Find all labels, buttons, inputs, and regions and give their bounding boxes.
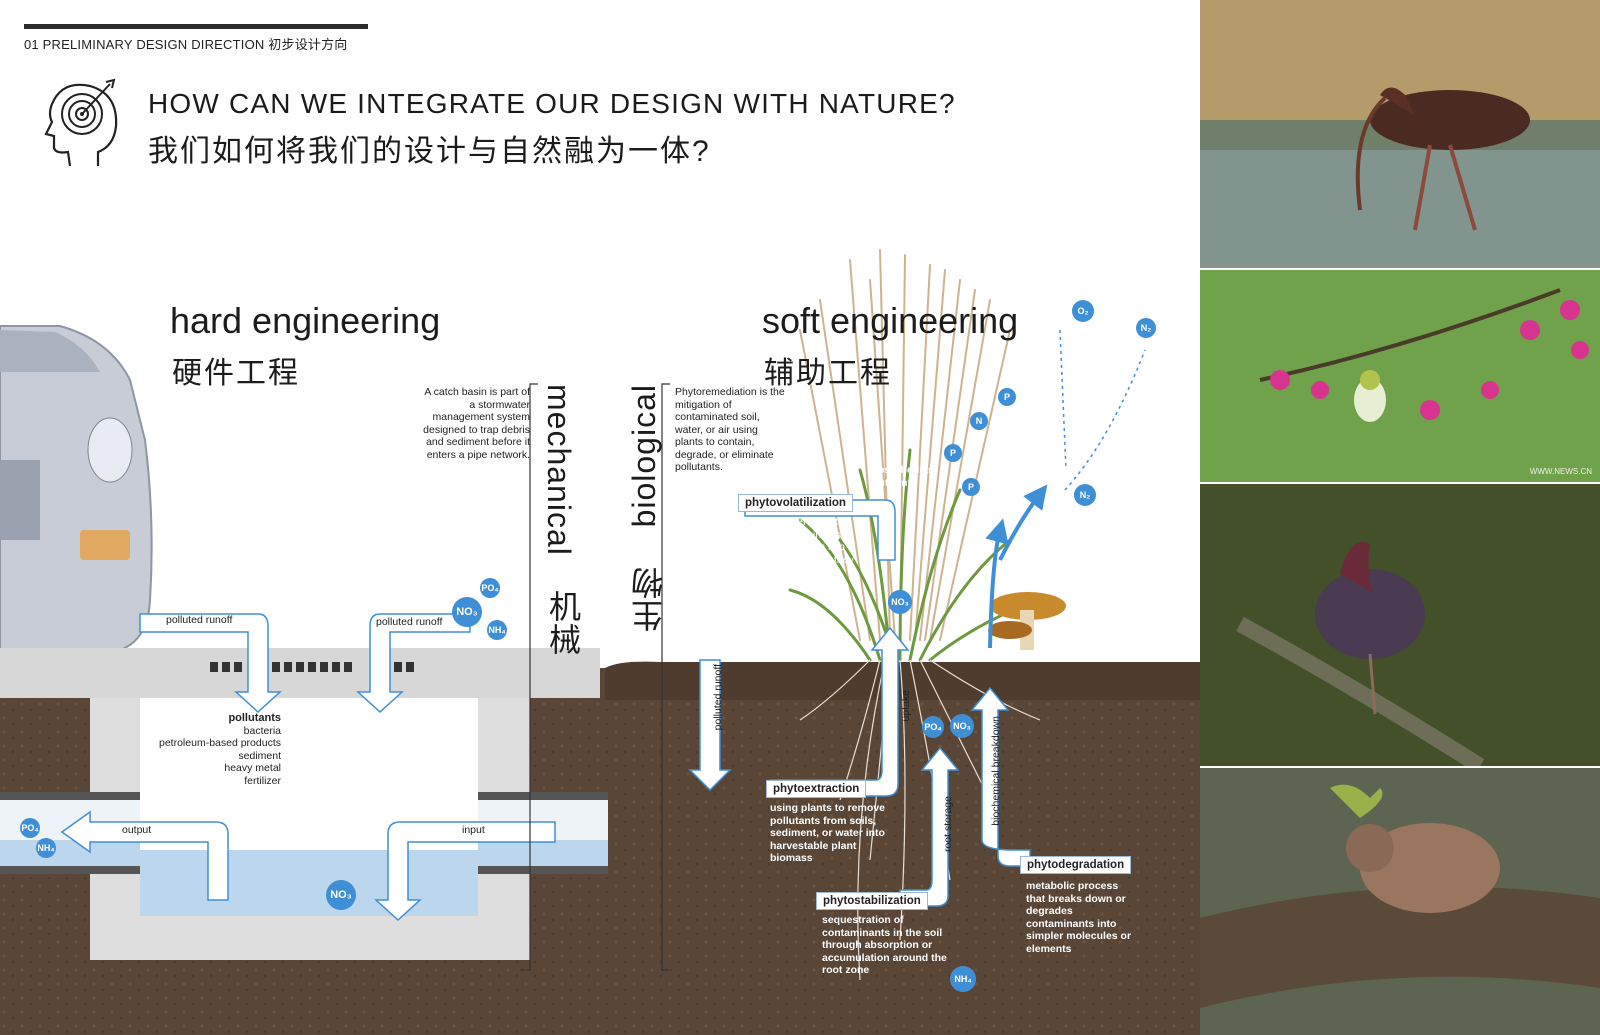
phytovolatilization-label: phytovolatilization [738, 494, 853, 512]
header-rule [24, 24, 368, 29]
page-title-cn: 我们如何将我们的设计与自然融为一体? [148, 135, 711, 168]
po4-bubble-root: PO₄ [922, 716, 944, 738]
hard-title-en: hard engineering [170, 300, 441, 341]
phytodegradation-desc: metabolic process that breaks down or de… [1026, 880, 1132, 955]
no3-bubble-grass: NO₃ [888, 590, 912, 614]
pollutant-item: petroleum-based products [159, 737, 281, 749]
hard-vertical-en: mechanical [541, 384, 577, 556]
soft-vertical-cn: 生物 [631, 566, 667, 632]
n-bubble: N [970, 412, 988, 430]
pollutants-title: pollutants [228, 712, 281, 724]
nh4-bubble-root: NH₄ [950, 966, 976, 992]
grass-image [788, 249, 1042, 662]
nh4-bubble: NH₄ [487, 620, 507, 640]
photo-credit: WWW.NEWS.CN [1529, 467, 1592, 476]
phytoextraction-desc: using plants to remove pollutants from s… [770, 802, 885, 864]
head-target-icon [44, 78, 118, 167]
hard-title-cn: 硬件工程 [172, 357, 300, 390]
phytostabilization-desc: sequestration of contaminants in the soi… [822, 914, 947, 976]
input-label: input [462, 824, 485, 836]
ibis-preening-photo [1200, 484, 1600, 766]
o2-bubble: O₂ [1072, 300, 1094, 322]
pollutant-item: sediment [238, 749, 281, 762]
soft-flow-arrows [688, 499, 1031, 907]
soft-runoff-label: polluted runoff [712, 664, 724, 731]
diagram-canvas [0, 249, 1200, 1035]
hard-flow-arrows [60, 613, 556, 922]
phytovolatilization-desc: process where plants uptake contaminants… [744, 516, 854, 578]
soft-title-cn: 辅助工程 [764, 357, 892, 390]
car-image [0, 325, 153, 651]
hard-description: A catch basin is part of a stormwater ma… [423, 386, 530, 461]
runoff-right-label: polluted runoff [376, 616, 443, 628]
catch-basin [0, 648, 608, 960]
squirrel-photo [1200, 768, 1600, 1035]
runoff-left-label: polluted runoff [166, 614, 233, 626]
p-bubble-2: P [944, 444, 962, 462]
soft-vertical-en: biological [626, 384, 662, 528]
page-title-en: HOW CAN WE INTEGRATE OUR DESIGN WITH NAT… [148, 88, 956, 119]
po4-bubble-pipe: PO₄ [20, 818, 40, 838]
ibis-photo [1200, 0, 1600, 268]
section-label: 01 PRELIMINARY DESIGN DIRECTION 初步设计方向 [24, 37, 348, 52]
phytodegradation-label: phytodegradation [1020, 856, 1132, 874]
nh4-bubble-pipe: NH₄ [36, 838, 56, 858]
no3-bubble-root: NO₃ [950, 714, 974, 738]
no3-bubble-water: NO₃ [326, 880, 356, 910]
n2-bubble-top: N₂ [1136, 318, 1156, 338]
p-bubble: P [998, 388, 1016, 406]
pollutant-item: fertilizer [244, 774, 281, 787]
hard-vertical-cn: 机械 [545, 590, 581, 656]
phytostabilization-label: phytostabilization [816, 892, 928, 910]
pollutant-item: bacteria [243, 724, 281, 737]
soft-title-en: soft engineering [762, 300, 1019, 341]
output-label: output [122, 824, 152, 836]
soft-description: Phytoremediation is the mitigation of co… [675, 386, 785, 473]
biochemical-label: biochemical breakdown [990, 716, 1002, 826]
pollutants-list: pollutants bacteria petroleum-based prod… [146, 712, 281, 787]
po4-bubble: PO₄ [480, 578, 500, 598]
uptake-label: uptake [900, 690, 912, 722]
root-storage-label: root storage [942, 796, 954, 853]
white-eye-bird-photo: WWW.NEWS.CN [1200, 270, 1600, 482]
p-bubble-3: P [962, 478, 980, 496]
no3-bubble: NO₃ [452, 597, 482, 627]
basin-water [140, 850, 478, 916]
n2-bubble: N₂ [1074, 484, 1096, 506]
phytoextraction-label: phytoextraction [766, 780, 867, 798]
absorbed-label: absorbed as nutrients [872, 464, 934, 489]
mushroom-image [988, 592, 1066, 650]
pollutant-item: heavy metal [224, 762, 281, 774]
